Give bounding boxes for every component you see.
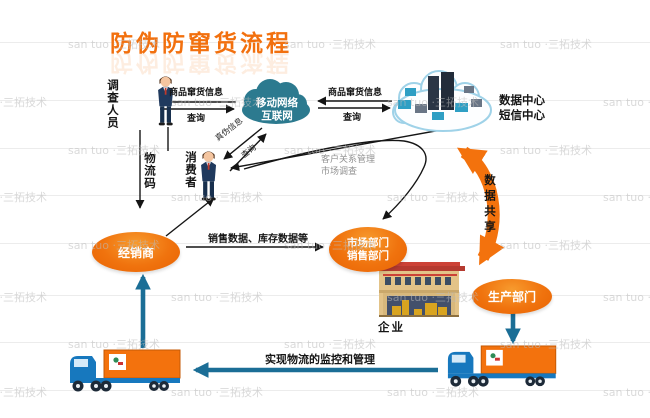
logistics-code-label: 物流码 (143, 152, 157, 190)
data-center-line1: 数据中心 (499, 93, 545, 107)
logistics-control-label: 实现物流的监控和管理 (265, 353, 375, 366)
enterprise-label: 企业 (378, 320, 405, 334)
background-hairline (0, 195, 650, 196)
channeling-info-right-label: 商品窜货信息 (327, 88, 382, 98)
background-hairline (0, 342, 650, 343)
consumer-person-figure (201, 151, 217, 201)
truck-right (447, 345, 557, 388)
market-dept-line1: 市场部门 (347, 236, 389, 249)
arrow-datacenter-to-consumer (230, 127, 453, 172)
crm-label: 客户关系管理 市场调查 (321, 154, 375, 178)
factory-building (375, 257, 465, 317)
investigator-label: 调查人员 (106, 79, 120, 129)
background-hairline (0, 243, 650, 244)
arrow-data-sharing (457, 146, 505, 266)
arrow-consumer-to-market-dept (243, 139, 427, 220)
arrow-authenticity-info (223, 127, 263, 160)
arrow-distributor-to-consumer (165, 197, 215, 237)
crm-line2: 市场调查 (321, 167, 358, 177)
distributor-node: 经销商 (92, 232, 180, 272)
data-center-cloud (392, 70, 492, 132)
truck-left (69, 349, 181, 392)
query-right-label: 查询 (342, 113, 361, 123)
query-left-label: 查询 (186, 114, 205, 124)
page-title: 防伪防窜货流程 (110, 31, 292, 57)
market-sales-dept-node: 市场部门 销售部门 (329, 227, 407, 272)
channeling-info-left-label: 商品窜货信息 (168, 88, 223, 98)
production-dept-node: 生产部门 (472, 279, 552, 314)
page-title-reflection: 防伪防窜货流程 (110, 49, 292, 75)
flow-arrows (135, 96, 453, 252)
background-hairline (0, 295, 650, 296)
background-hairline (0, 42, 650, 43)
mobile-network-line2: 互联网 (261, 110, 293, 122)
mobile-network-line1: 移动网络 (256, 97, 298, 109)
logistics-arrows (135, 273, 521, 378)
consumer-label: 消费者 (184, 151, 198, 189)
data-center-label: 数据中心 短信中心 (499, 93, 545, 123)
mobile-network-cloud-label: 移动网络 互联网 (246, 97, 308, 123)
crm-line1: 客户关系管理 (321, 155, 376, 165)
sales-inventory-label: 销售数据、库存数据等 (208, 234, 308, 245)
data-sharing-label: 数据共享 (483, 174, 497, 236)
background-hairline (0, 390, 650, 391)
mobile-network-cloud (242, 79, 310, 124)
market-dept-line2: 销售部门 (347, 249, 389, 262)
data-center-line2: 短信中心 (499, 108, 545, 122)
